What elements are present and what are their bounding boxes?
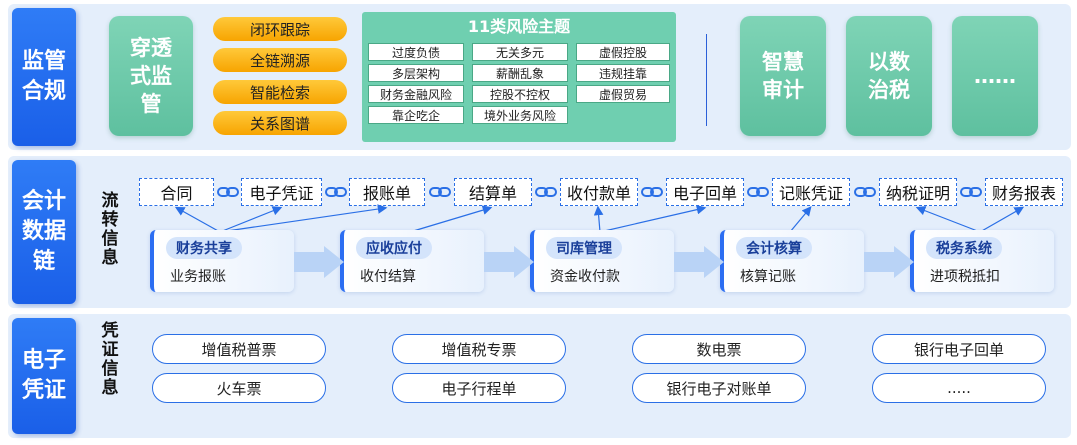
process-subtitle: 核算记账 (740, 269, 796, 285)
flow-arrow-icon (674, 246, 724, 278)
risk-cell: 虚假贸易 (576, 85, 670, 103)
risk-cell: 控股不控权 (472, 85, 568, 103)
risk-topics-panel: 11类风险主题 过度负债 无关多元 虚假控股 多层架构 薪酬乱象 违规挂靠 财务… (362, 12, 676, 142)
penetration-supervision-block: 穿透式监管 (109, 16, 193, 136)
chain-link-icon (325, 187, 347, 197)
process-tag: 会计核算 (736, 237, 812, 259)
doc-contract: 合同 (139, 178, 214, 206)
process-tag: 税务系统 (926, 237, 1002, 259)
process-subtitle: 资金收付款 (550, 269, 620, 285)
method-relation-graph: 关系图谱 (213, 111, 347, 135)
chain-link-icon (747, 187, 769, 197)
process-accounting: 会计核算 核算记账 (720, 230, 864, 292)
doc-accounting-voucher: 记账凭证 (772, 178, 850, 206)
risk-cell: 境外业务风险 (472, 106, 568, 124)
process-subtitle: 收付结算 (360, 269, 416, 285)
doc-tax-certificate: 纳税证明 (879, 178, 957, 206)
process-treasury: 司库管理 资金收付款 (530, 230, 674, 292)
doc-settlement: 结算单 (454, 178, 532, 206)
process-subtitle: 进项税抵扣 (930, 269, 1000, 285)
voucher-bank-receipt: 银行电子回单 (872, 334, 1046, 364)
voucher-info-label: 凭证信息 (101, 321, 119, 398)
risk-cell: 靠企吃企 (368, 106, 464, 124)
doc-expense-claim: 报账单 (349, 178, 425, 206)
process-tag: 应收应付 (356, 237, 432, 259)
flow-info-label: 流转信息 (101, 191, 119, 268)
chain-link-icon (217, 187, 239, 197)
risk-cell: 过度负债 (368, 43, 464, 61)
process-subtitle: 业务报账 (170, 269, 226, 285)
voucher-train-ticket: 火车票 (152, 373, 326, 403)
compliance-section-label: 监管合规 (12, 8, 76, 146)
flow-arrow-icon (294, 246, 344, 278)
method-full-chain-trace: 全链溯源 (213, 48, 347, 72)
doc-e-receipt: 电子回单 (666, 178, 744, 206)
method-smart-search: 智能检索 (213, 80, 347, 104)
risk-cell: 无关多元 (472, 43, 568, 61)
separator-line (706, 34, 707, 126)
doc-e-voucher: 电子凭证 (241, 178, 322, 206)
chain-link-icon (854, 187, 876, 197)
chain-link-icon (535, 187, 557, 197)
voucher-digital-invoice: 数电票 (632, 334, 806, 364)
risk-cell: 薪酬乱象 (472, 64, 568, 82)
chain-link-icon (641, 187, 663, 197)
voucher-more: ..... (872, 373, 1046, 403)
flow-arrow-icon (864, 246, 914, 278)
chain-link-icon (429, 187, 451, 197)
voucher-e-itinerary: 电子行程单 (392, 373, 566, 403)
process-tag: 财务共享 (166, 237, 242, 259)
risk-cell: 多层架构 (368, 64, 464, 82)
app-data-tax: 以数治税 (846, 16, 932, 136)
method-closed-loop: 闭环跟踪 (213, 17, 347, 41)
flow-arrow-icon (484, 246, 534, 278)
process-tax-system: 税务系统 进项税抵扣 (910, 230, 1054, 292)
app-smart-audit: 智慧审计 (740, 16, 826, 136)
risk-cell: 违规挂靠 (576, 64, 670, 82)
voucher-section-label: 电子凭证 (12, 318, 76, 434)
doc-financial-report: 财务报表 (985, 178, 1063, 206)
chain-link-icon (960, 187, 982, 197)
doc-payment: 收付款单 (560, 178, 638, 206)
app-more: …… (952, 16, 1038, 136)
accounting-section-label: 会计数据链 (12, 160, 76, 304)
voucher-vat-normal: 增值税普票 (152, 334, 326, 364)
process-financial-sharing: 财务共享 业务报账 (150, 230, 294, 292)
risk-cell: 虚假控股 (576, 43, 670, 61)
risk-cell: 财务金融风险 (368, 85, 464, 103)
process-receivable-payable: 应收应付 收付结算 (340, 230, 484, 292)
risk-topics-title: 11类风险主题 (467, 17, 571, 36)
process-tag: 司库管理 (546, 237, 622, 259)
voucher-vat-special: 增值税专票 (392, 334, 566, 364)
voucher-bank-statement: 银行电子对账单 (632, 373, 806, 403)
